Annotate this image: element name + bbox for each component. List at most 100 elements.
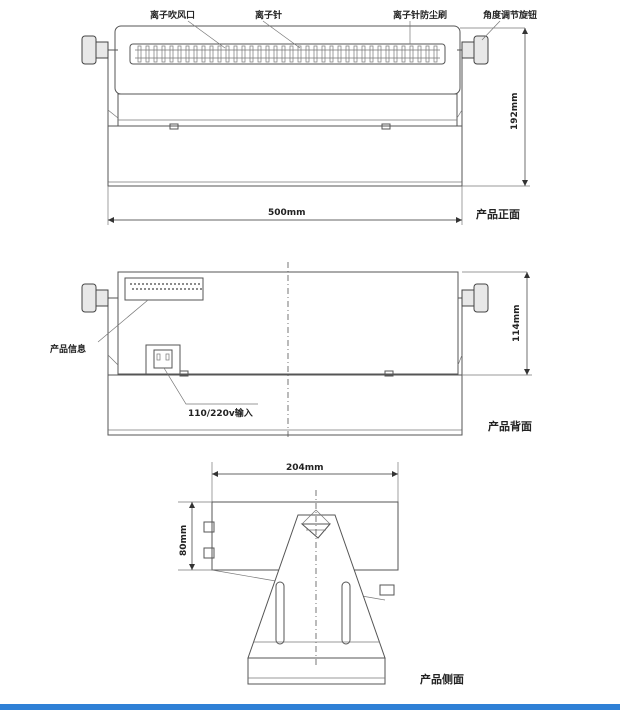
vent-dot <box>166 283 168 285</box>
back-title: 产品背面 <box>488 419 532 433</box>
vent-dot <box>156 288 158 290</box>
front-left-knob-icon <box>81 35 97 65</box>
vent-dot <box>182 283 184 285</box>
needle-slot <box>145 45 150 63</box>
needle-slot <box>257 45 262 63</box>
needle-slot <box>353 45 358 63</box>
needle-slot <box>361 45 366 63</box>
vent-dot <box>152 288 154 290</box>
needle-slot <box>161 45 166 63</box>
needle-slot <box>321 45 326 63</box>
front-label-needle: 离子针 <box>255 9 282 21</box>
bottom-accent-bar <box>0 704 620 710</box>
needle-slot <box>385 45 390 63</box>
needle-slot <box>417 45 422 63</box>
front-label-knob: 角度调节旋钮 <box>483 9 537 21</box>
needle-slot <box>137 45 142 63</box>
vent-dot <box>178 283 180 285</box>
vent-dot <box>196 288 198 290</box>
needle-slot <box>297 45 302 63</box>
needle-slot <box>209 45 214 63</box>
needle-slot <box>345 45 350 63</box>
vent-dot <box>174 283 176 285</box>
front-base <box>107 125 463 187</box>
vent-dot <box>146 283 148 285</box>
vent-dot <box>186 283 188 285</box>
vent-dot <box>180 288 182 290</box>
side-title: 产品侧面 <box>420 672 464 686</box>
vent-dot <box>184 288 186 290</box>
side-view: 204mm 80mm 产品侧面 <box>178 462 464 686</box>
back-left-knob-icon <box>81 283 97 313</box>
needle-slot <box>369 45 374 63</box>
needle-slot <box>337 45 342 63</box>
vent-dot <box>132 288 134 290</box>
vent-dot <box>136 288 138 290</box>
back-dim-height: 114mm <box>512 304 522 342</box>
needle-slot <box>401 45 406 63</box>
needle-slot <box>425 45 430 63</box>
vent-dot <box>198 283 200 285</box>
needle-slot <box>409 45 414 63</box>
front-label-outlet: 离子吹风口 <box>150 9 195 21</box>
needle-slot <box>185 45 190 63</box>
front-dim-height: 192mm <box>510 92 520 130</box>
front-ion-head <box>114 25 461 95</box>
vent-dot <box>190 283 192 285</box>
vent-dot <box>162 283 164 285</box>
vent-dot <box>200 288 202 290</box>
vent-dot <box>148 288 150 290</box>
needle-slot <box>169 45 174 63</box>
vent-dot <box>192 288 194 290</box>
needle-slot <box>225 45 230 63</box>
vent-dot <box>138 283 140 285</box>
vent-dot <box>150 283 152 285</box>
side-dim-width: 204mm <box>286 463 324 473</box>
needle-slot <box>433 45 438 63</box>
vent-dot <box>168 288 170 290</box>
vent-dot <box>134 283 136 285</box>
needle-slot <box>393 45 398 63</box>
needle-slot <box>233 45 238 63</box>
front-dim-width: 500mm <box>268 208 306 218</box>
side-base <box>247 657 386 685</box>
vent-dot <box>140 288 142 290</box>
vent-dot <box>130 283 132 285</box>
vent-dot <box>158 283 160 285</box>
vent-dot <box>188 288 190 290</box>
back-label-info: 产品信息 <box>50 343 86 355</box>
side-dim-height: 80mm <box>179 525 189 556</box>
front-needle-bar <box>129 43 446 65</box>
vent-dot <box>194 283 196 285</box>
vent-dot <box>154 283 156 285</box>
needle-slot <box>201 45 206 63</box>
back-base <box>107 374 463 436</box>
vent-dot <box>160 288 162 290</box>
needle-slot <box>193 45 198 63</box>
back-label-input: 110/220v输入 <box>188 407 253 419</box>
needle-slot <box>305 45 310 63</box>
back-view: 产品信息 110/220v输入 114mm 产品背面 <box>50 262 532 440</box>
needle-slot <box>217 45 222 63</box>
vent-dot <box>172 288 174 290</box>
front-lower-body <box>117 93 458 127</box>
needle-slot <box>177 45 182 63</box>
back-info-panel <box>124 277 204 301</box>
needle-slot <box>313 45 318 63</box>
front-view: 离子吹风口 离子针 离子针防尘刷 角度调节旋钮 192mm 500mm 产品正面 <box>81 9 537 225</box>
needle-slot <box>329 45 334 63</box>
needle-slot <box>289 45 294 63</box>
needle-slot <box>241 45 246 63</box>
needle-slot <box>377 45 382 63</box>
info-panel-vents <box>130 283 202 290</box>
needle-slot <box>153 45 158 63</box>
vent-dot <box>176 288 178 290</box>
needle-slot <box>273 45 278 63</box>
needle-slots <box>137 45 438 63</box>
needle-slot <box>265 45 270 63</box>
vent-dot <box>142 283 144 285</box>
vent-dot <box>144 288 146 290</box>
vent-dot <box>170 283 172 285</box>
front-title: 产品正面 <box>476 207 520 221</box>
